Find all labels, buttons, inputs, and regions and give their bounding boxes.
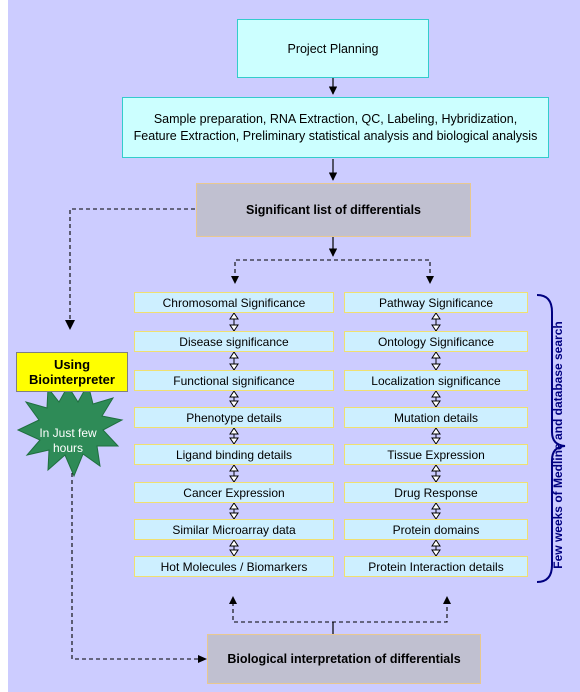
right-item-4-label: Mutation details xyxy=(393,410,479,425)
right-link-6 xyxy=(431,502,441,520)
right-item-1-label: Pathway Significance xyxy=(378,295,494,310)
left-item-4: Phenotype details xyxy=(134,407,334,428)
left-item-6: Cancer Expression xyxy=(134,482,334,503)
left-item-1-label: Chromosomal Significance xyxy=(162,295,306,310)
biological-interpretation-box: Biological interpretation of differentia… xyxy=(207,634,481,684)
left-item-3: Functional significance xyxy=(134,370,334,391)
right-item-3-label: Localization significance xyxy=(371,373,501,388)
right-link-5 xyxy=(431,464,441,483)
split-right-arrowhead xyxy=(426,276,434,284)
right-brace xyxy=(536,294,566,583)
right-item-8: Protein Interaction details xyxy=(344,556,528,577)
biointerpreter-line-1: Using xyxy=(53,357,91,372)
right-link-2 xyxy=(431,351,441,371)
star-text-line-2: hours xyxy=(52,441,84,455)
left-item-5-label: Ligand binding details xyxy=(175,447,293,462)
left-item-8: Hot Molecules / Biomarkers xyxy=(134,556,334,577)
significant-list-box: Significant list of differentials xyxy=(196,183,471,237)
right-item-1: Pathway Significance xyxy=(344,292,528,313)
right-item-2: Ontology Significance xyxy=(344,331,528,352)
project-planning-label: Project Planning xyxy=(287,41,379,56)
star-burst xyxy=(16,382,124,478)
split-connector xyxy=(234,259,431,280)
left-link-2 xyxy=(229,351,239,371)
left-link-4 xyxy=(229,427,239,445)
left-item-3-label: Functional significance xyxy=(173,373,295,388)
right-item-8-label: Protein Interaction details xyxy=(368,559,504,574)
left-link-3 xyxy=(229,390,239,408)
biological-interpretation-label: Biological interpretation of differentia… xyxy=(227,652,461,666)
right-item-2-label: Ontology Significance xyxy=(377,334,495,349)
merge-connector xyxy=(232,602,448,623)
right-item-4: Mutation details xyxy=(344,407,528,428)
right-item-3: Localization significance xyxy=(344,370,528,391)
bypass-arrowhead xyxy=(65,320,75,330)
right-link-4 xyxy=(431,427,441,445)
left-item-4-label: Phenotype details xyxy=(186,410,282,425)
left-item-8-label: Hot Molecules / Biomarkers xyxy=(160,559,308,574)
merge-left-arrowhead xyxy=(229,596,237,604)
sample-preparation-line-1: Sample preparation, RNA Extraction, QC, … xyxy=(153,111,518,126)
right-item-5-label: Tissue Expression xyxy=(387,447,485,462)
left-item-2: Disease significance xyxy=(134,331,334,352)
left-link-6 xyxy=(229,502,239,520)
split-left-arrowhead xyxy=(231,276,239,284)
left-link-7 xyxy=(229,539,239,557)
right-link-7 xyxy=(431,539,441,557)
right-item-6-label: Drug Response xyxy=(394,485,478,500)
left-item-5: Ligand binding details xyxy=(134,444,334,465)
left-item-1: Chromosomal Significance xyxy=(134,292,334,313)
right-link-1 xyxy=(431,312,441,332)
biointerpreter-label-box: Using Biointerpreter xyxy=(16,352,128,392)
right-item-7: Protein domains xyxy=(344,519,528,540)
right-item-7-label: Protein domains xyxy=(392,522,480,537)
right-link-3 xyxy=(431,390,441,408)
left-item-6-label: Cancer Expression xyxy=(183,485,285,500)
sample-preparation-line-2: Feature Extraction, Preliminary statisti… xyxy=(133,128,538,143)
left-item-2-label: Disease significance xyxy=(179,334,289,349)
return-connector xyxy=(71,466,204,660)
project-planning-box: Project Planning xyxy=(237,19,429,78)
sample-preparation-box: Sample preparation, RNA Extraction, QC, … xyxy=(122,97,549,158)
return-arrowhead xyxy=(198,655,207,663)
left-link-1 xyxy=(229,312,239,332)
star-text-line-1: In Just few xyxy=(39,426,97,440)
biointerpreter-line-2: Biointerpreter xyxy=(29,372,115,387)
merge-right-arrowhead xyxy=(443,596,451,604)
right-item-6: Drug Response xyxy=(344,482,528,503)
left-item-7-label: Similar Microarray data xyxy=(172,522,296,537)
star-text: In Just few hours xyxy=(22,426,114,456)
left-link-5 xyxy=(229,464,239,483)
side-label: Few weeks of Medline and database search xyxy=(551,321,565,569)
left-item-7: Similar Microarray data xyxy=(134,519,334,540)
significant-list-label: Significant list of differentials xyxy=(245,203,422,217)
right-item-5: Tissue Expression xyxy=(344,444,528,465)
